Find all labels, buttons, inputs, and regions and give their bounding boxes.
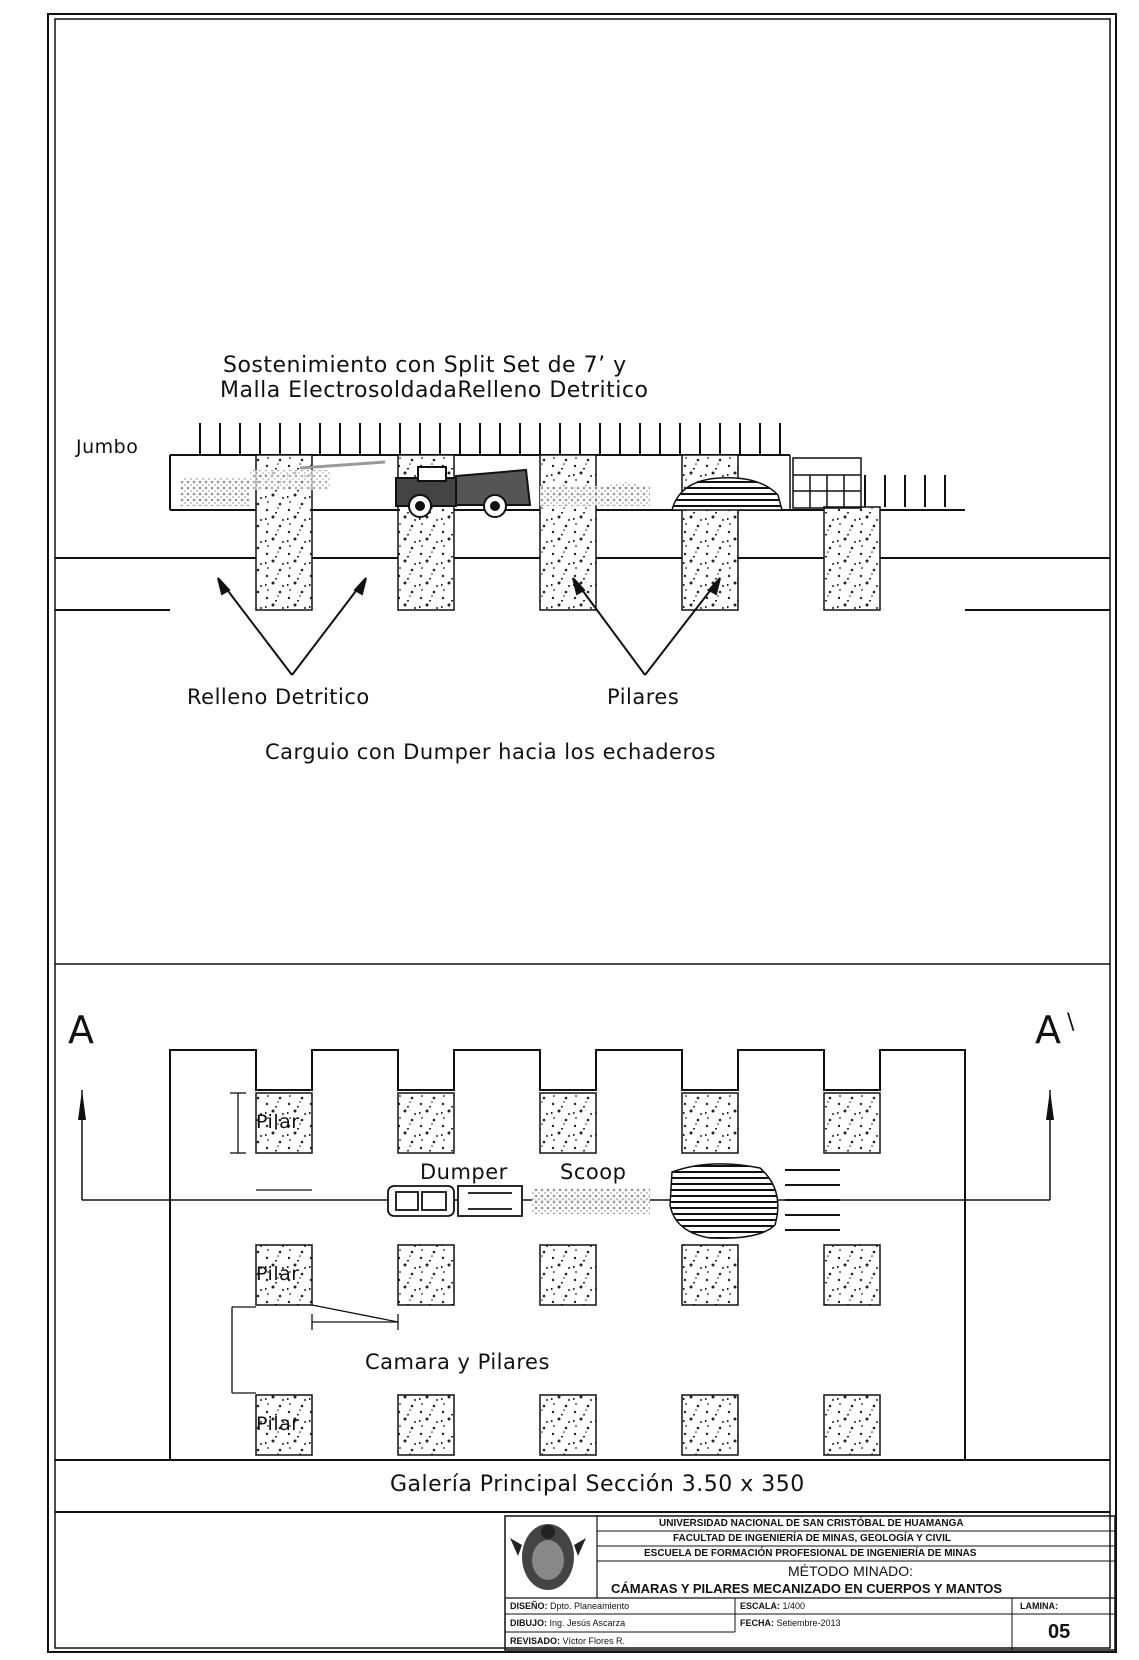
tb-scale: ESCALA: 1/400: [740, 1601, 805, 1611]
tb-drawing-value: Ing. Jesús Ascarza: [549, 1618, 626, 1628]
pillar: [681, 1394, 739, 1456]
tb-university: UNIVERSIDAD NACIONAL DE SAN CRISTÓBAL DE…: [659, 1518, 964, 1529]
tb-review-value: Víctor Flores R.: [562, 1636, 626, 1646]
pilar-label-3: Pilar: [256, 1413, 300, 1435]
section-mark-prime: \: [1067, 1010, 1075, 1035]
pillar: [539, 1092, 597, 1154]
camara-label: Camara y Pilares: [365, 1350, 550, 1374]
section-mark-right: A: [1035, 1008, 1061, 1052]
section-arrow-left-icon: [78, 1090, 86, 1120]
pillar: [539, 1394, 597, 1456]
broken-ore-pile: [671, 477, 783, 511]
relleno-arrows: [217, 577, 367, 676]
tb-sheet-key: LAMINA:: [1020, 1601, 1058, 1611]
dumper-truck-icon: [395, 466, 532, 518]
jumbo-icon: [180, 460, 386, 506]
ore-pile-plan: [669, 1163, 779, 1239]
elevation-view: [55, 423, 1110, 676]
tb-date: FECHA: Setiembre-2013: [740, 1618, 841, 1628]
mesh-icon: [792, 457, 862, 509]
pillar: [397, 1394, 455, 1456]
advance-lines: [785, 1169, 840, 1231]
inner-border: [54, 18, 1111, 1649]
pilares-label: Pilares: [607, 685, 680, 709]
tb-school: ESCUELA DE FORMACIÓN PROFESIONAL DE INGE…: [644, 1548, 977, 1559]
outer-border: [47, 13, 1117, 1653]
plan-view: [55, 1049, 1110, 1513]
scoop-plan-icon: [532, 1188, 650, 1214]
support-title-line2: Malla ElectrosoldadaRelleno Detritico: [220, 378, 649, 403]
section-arrow-right-icon: [1046, 1090, 1054, 1120]
pilar-label-1: Pilar: [256, 1111, 300, 1133]
dumper-plan-icon: [387, 1185, 523, 1217]
scoop-label: Scoop: [560, 1160, 627, 1184]
loading-caption: Carguio con Dumper hacia los echaderos: [265, 740, 716, 764]
tb-faculty: FACULTAD DE INGENIERÍA DE MINAS, GEOLOGÍ…: [673, 1533, 951, 1544]
pillar: [255, 1394, 313, 1456]
tb-scale-value: 1/400: [782, 1601, 806, 1611]
pillar: [823, 1092, 881, 1154]
pillar: [823, 1244, 881, 1306]
pillar: [539, 454, 597, 611]
section-mark-left: A: [68, 1008, 94, 1052]
pilar-label-2: Pilar: [256, 1263, 300, 1285]
tb-design-key: DISEÑO:: [510, 1601, 548, 1611]
tb-method-name: CÁMARAS Y PILARES MECANIZADO EN CUERPOS …: [611, 1581, 1003, 1596]
plan-pillars: [255, 1092, 881, 1456]
pillar: [255, 1244, 313, 1306]
tb-method-label: MÉTODO MINADO:: [788, 1563, 913, 1579]
pilares-arrows: [572, 577, 721, 676]
pillar: [397, 1092, 455, 1154]
tb-review: REVISADO: Víctor Flores R.: [510, 1636, 625, 1646]
tb-design: DISEÑO: Dpto. Planeamiento: [510, 1601, 629, 1611]
tb-date-key: FECHA:: [740, 1618, 774, 1628]
gallery-label: Galería Principal Sección 3.50 x 350: [390, 1472, 805, 1497]
tb-sheet-value: 05: [1048, 1621, 1071, 1643]
tb-review-key: REVISADO:: [510, 1636, 561, 1646]
split-set-bolts: [199, 423, 946, 507]
tb-design-value: Dpto. Planeamiento: [550, 1601, 630, 1611]
title-block: [504, 1515, 1116, 1651]
relleno-label: Relleno Detritico: [187, 685, 370, 709]
plan-dimensions: [230, 1092, 399, 1394]
stope-outline: [169, 1049, 966, 1460]
pillar: [539, 1244, 597, 1306]
tb-drawing-key: DIBUJO:: [510, 1618, 548, 1628]
pillar: [823, 1394, 881, 1456]
scoop-icon: [540, 482, 650, 506]
pillar: [255, 1092, 313, 1154]
university-seal-icon: [510, 1524, 586, 1590]
elevation-pillars: [255, 454, 881, 611]
pillar: [681, 1092, 739, 1154]
tb-scale-key: ESCALA:: [740, 1601, 780, 1611]
dumper-label: Dumper: [420, 1160, 508, 1184]
tb-drawing: DIBUJO: Ing. Jesús Ascarza: [510, 1618, 625, 1628]
pillar: [681, 1244, 739, 1306]
support-title-line1: Sostenimiento con Split Set de 7’ y: [223, 353, 627, 378]
pillar: [397, 1244, 455, 1306]
jumbo-label: Jumbo: [76, 436, 139, 458]
tb-date-value: Setiembre-2013: [776, 1618, 841, 1628]
pillar: [823, 506, 881, 611]
